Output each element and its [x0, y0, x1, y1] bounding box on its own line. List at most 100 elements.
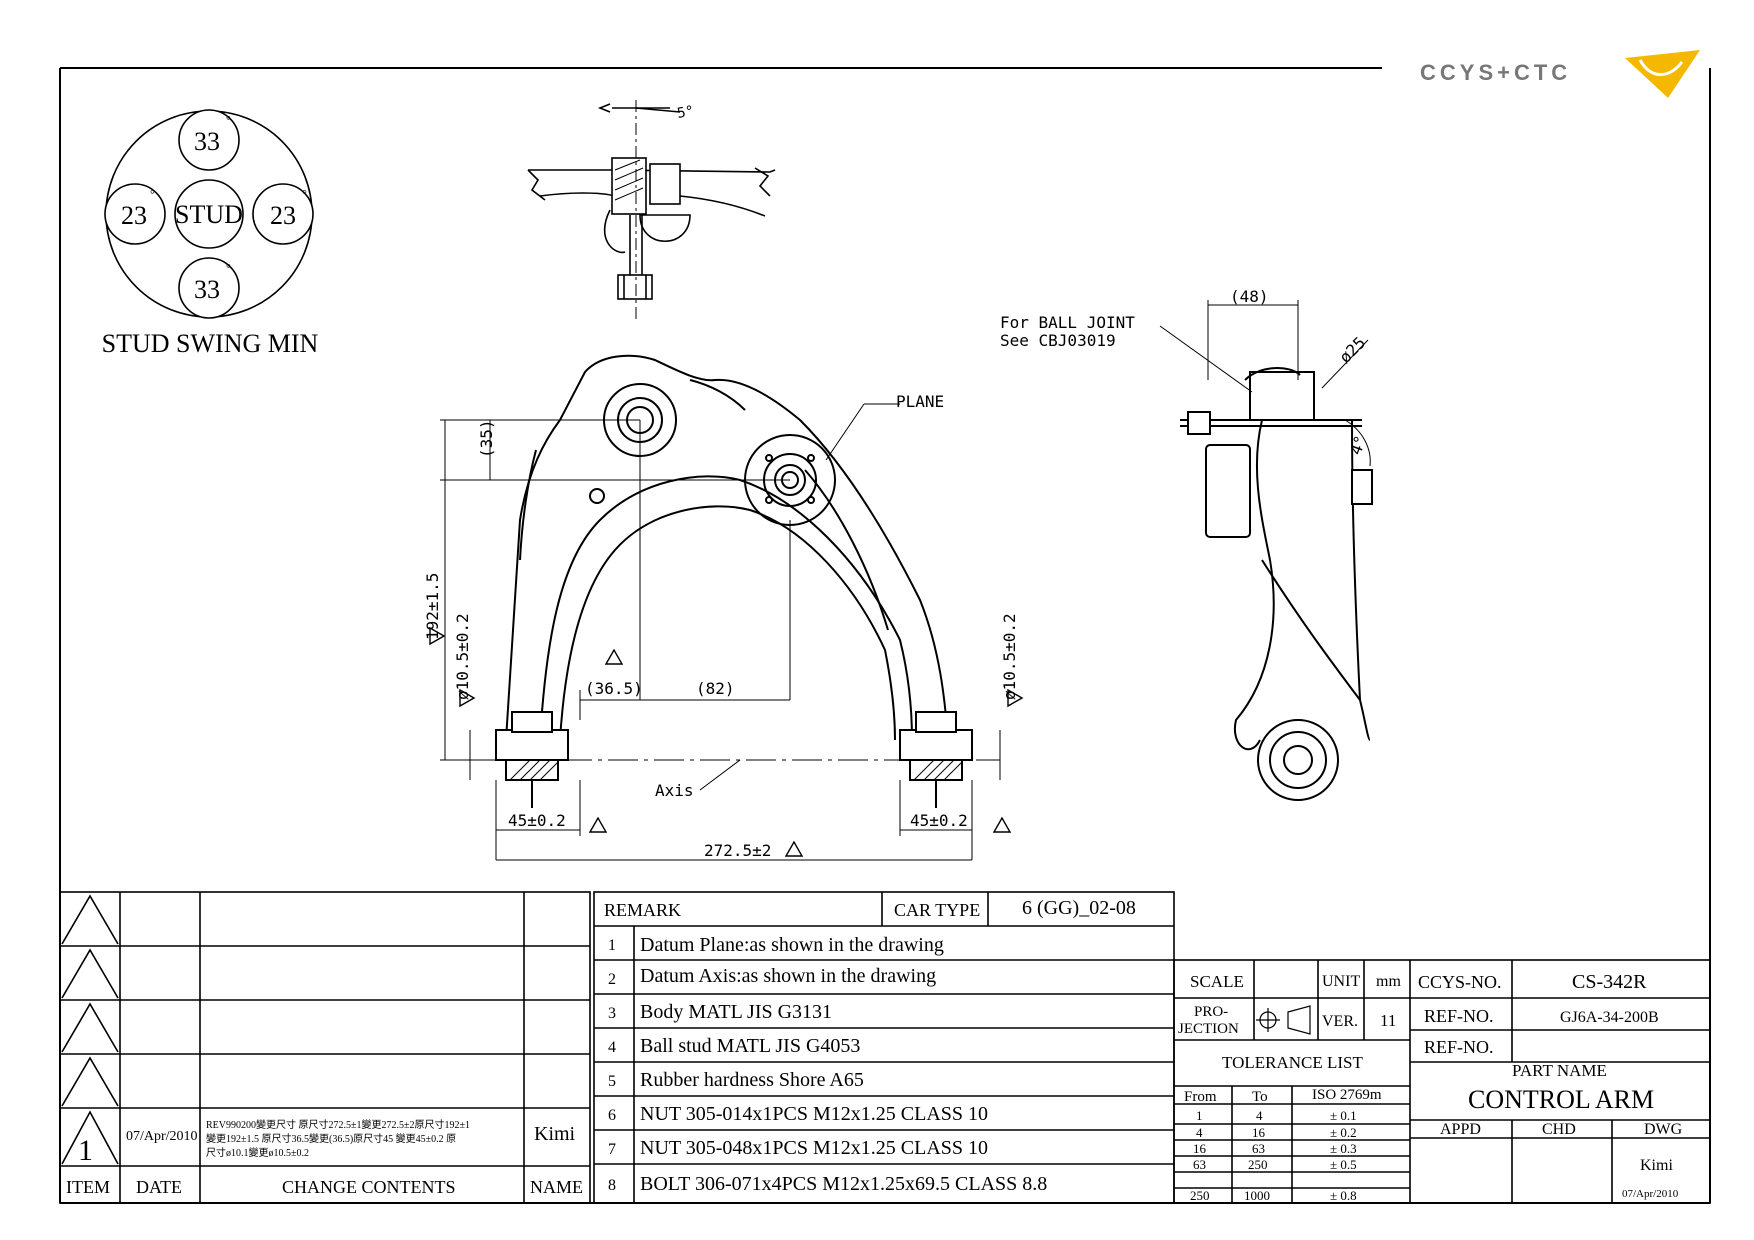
dim-height-192: 192±1.5	[423, 573, 442, 640]
remark-no: 7	[608, 1141, 616, 1158]
dim-overall-width: 272.5±2	[704, 841, 771, 860]
remark-no: 4	[608, 1039, 616, 1056]
appd-label: APPD	[1440, 1121, 1481, 1138]
projection-label-1: PRO-	[1194, 1004, 1228, 1020]
ball-joint-hatch	[614, 159, 644, 201]
unit-value: mm	[1376, 973, 1401, 990]
tol-value: ± 0.1	[1330, 1108, 1357, 1123]
remark-no: 2	[608, 971, 616, 988]
tol-from: 63	[1193, 1157, 1206, 1172]
bushing-hatch	[509, 759, 963, 781]
dim-offset-36: (36.5)	[585, 679, 643, 698]
ver-label: VER.	[1322, 1013, 1358, 1030]
control-arm-front-view	[495, 354, 973, 808]
projection-label-2: JECTION	[1178, 1021, 1239, 1037]
remark-text: Datum Axis:as shown in the drawing	[640, 965, 936, 987]
remark-text: BOLT 306-071x4PCS M12x1.25x69.5 CLASS 8.…	[640, 1173, 1047, 1195]
ball-joint-note-line1: For BALL JOINT	[1000, 313, 1135, 332]
change-header-item: ITEM	[66, 1177, 110, 1197]
dwg-label: DWG	[1644, 1121, 1683, 1138]
remark-no: 5	[608, 1073, 616, 1090]
degree-mark: °	[302, 187, 307, 201]
dim-bore-left: ø10.5±0.2	[453, 613, 472, 700]
swing-bottom-value: 33	[194, 275, 220, 304]
swing-center-label: STUD	[175, 200, 243, 229]
swing-top-value: 33	[194, 127, 220, 156]
dim-width-right: 45±0.2	[910, 811, 968, 830]
tol-from: 250	[1190, 1188, 1210, 1203]
tol-from: 1	[1196, 1108, 1203, 1123]
ball-joint-top-view	[527, 100, 776, 320]
tol-from: 4	[1196, 1125, 1203, 1140]
tol-to: 63	[1252, 1141, 1265, 1156]
side-dimension-lines	[1159, 300, 1371, 467]
logo-text: CCYS+CTC	[1420, 60, 1571, 85]
dim-48: (48)	[1230, 287, 1269, 306]
plane-label: PLANE	[896, 392, 944, 411]
table-grid	[59, 891, 1711, 1204]
tol-header-from: From	[1184, 1089, 1217, 1105]
remark-no: 6	[608, 1107, 616, 1124]
part-name-value: CONTROL ARM	[1468, 1085, 1654, 1114]
remark-text: NUT 305-048x1PCS M12x1.25 CLASS 10	[640, 1137, 988, 1159]
dim-25: ø25	[1335, 333, 1369, 367]
remark-no: 3	[608, 1005, 616, 1022]
scale-label: SCALE	[1190, 972, 1244, 991]
ref-no-value: GJ6A-34-200B	[1560, 1009, 1659, 1026]
tol-header-iso: ISO 2769m	[1312, 1087, 1382, 1103]
change-row-contents-2: 變更192±1.5 原尺寸36.5變更(36.5)原尺寸45 變更45±0.2 …	[206, 1132, 456, 1145]
tol-value: ± 0.5	[1330, 1157, 1357, 1172]
change-row-date: 07/Apr/2010	[126, 1129, 198, 1144]
side-angle-label: 4°	[1346, 433, 1370, 458]
change-header-contents: CHANGE CONTENTS	[282, 1177, 456, 1197]
ref-no-label: REF-NO.	[1424, 1006, 1494, 1026]
remark-text: Rubber hardness Shore A65	[640, 1069, 864, 1091]
ver-value: 11	[1380, 1011, 1396, 1030]
change-header-date: DATE	[136, 1177, 182, 1197]
part-name-label: PART NAME	[1512, 1061, 1607, 1080]
ccys-no-value: CS-342R	[1572, 971, 1647, 993]
company-logo: CCYS+CTC	[1420, 50, 1700, 98]
change-header-name: NAME	[530, 1177, 583, 1197]
tol-value: ± 0.2	[1330, 1125, 1357, 1140]
dwg-date: 07/Apr/2010	[1622, 1188, 1679, 1200]
dim-offset-82: (82)	[696, 679, 735, 698]
remark-text: Ball stud MATL JIS G4053	[640, 1035, 860, 1057]
remark-text: NUT 305-014x1PCS M12x1.25 CLASS 10	[640, 1103, 988, 1125]
tol-from: 16	[1193, 1141, 1207, 1156]
dim-width-left: 45±0.2	[508, 811, 566, 830]
tolerance-title: TOLERANCE LIST	[1222, 1053, 1363, 1072]
axis-label: Axis	[655, 781, 694, 800]
top-angle-label: 5°	[676, 103, 695, 122]
sheet-frame	[59, 67, 1711, 1204]
car-type-label: CAR TYPE	[894, 900, 980, 920]
unit-label: UNIT	[1322, 973, 1360, 990]
control-arm-side-view	[1180, 367, 1373, 801]
change-row-contents-3: 尺寸ø10.1變更ø10.5±0.2	[206, 1146, 309, 1159]
tol-value: ± 0.8	[1330, 1188, 1357, 1203]
stud-swing-diagram	[104, 109, 314, 319]
remark-no: 8	[608, 1177, 616, 1194]
degree-mark: °	[150, 187, 155, 201]
tol-to: 250	[1248, 1157, 1268, 1172]
remark-text: Datum Plane:as shown in the drawing	[640, 934, 944, 956]
dwg-name: Kimi	[1640, 1157, 1673, 1174]
projection-symbol-icon	[1256, 1005, 1311, 1035]
degree-mark: °	[226, 113, 231, 127]
degree-mark: °	[226, 261, 231, 275]
remark-no: 1	[608, 937, 616, 954]
remark-text: Body MATL JIS G3131	[640, 1001, 832, 1023]
tol-to: 16	[1252, 1125, 1266, 1140]
tol-value: ± 0.3	[1330, 1141, 1357, 1156]
tol-header-to: To	[1252, 1089, 1268, 1105]
change-row-name: Kimi	[534, 1123, 576, 1145]
ref-no-label-2: REF-NO.	[1424, 1037, 1494, 1057]
ccys-no-label: CCYS-NO.	[1418, 972, 1502, 992]
datum-marker-icons	[429, 626, 1024, 857]
dim-height-35: (35)	[477, 419, 496, 458]
remark-label: REMARK	[604, 900, 681, 920]
swing-left-value: 23	[121, 201, 147, 230]
dim-bore-right: ø10.5±0.2	[1000, 613, 1019, 700]
ball-joint-note-line2: See CBJ03019	[1000, 331, 1116, 350]
